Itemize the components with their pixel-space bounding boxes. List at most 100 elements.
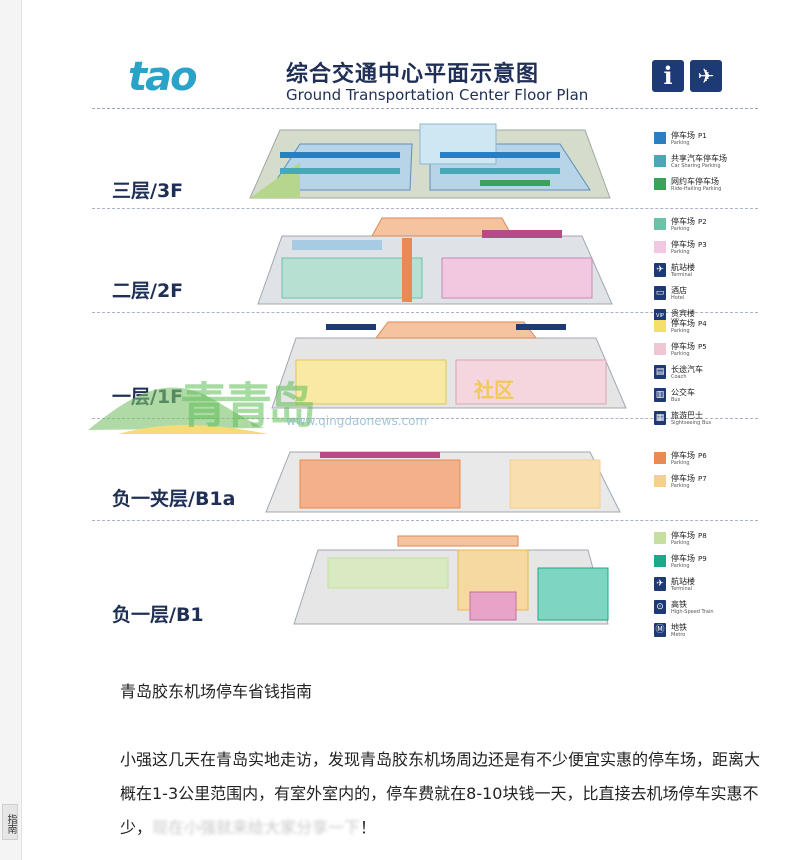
- paragraph-blurred-text: 现在小强就来给大家分享一下: [152, 818, 361, 837]
- legend-swatch-car-sharing: [654, 155, 666, 167]
- legend-label-en: Parking: [671, 483, 690, 489]
- hotel-icon: ▭: [654, 286, 666, 300]
- floor-divider: [92, 208, 758, 209]
- left-rail: [0, 0, 22, 860]
- legend-code: P1: [698, 132, 707, 140]
- legend-label-en: Bus: [671, 397, 681, 403]
- legend-label: 长途汽车: [671, 365, 703, 374]
- legend-label-en: Ride-Hailing Parking: [671, 186, 722, 192]
- floor-label-2f: 二层/2F: [112, 280, 184, 302]
- legend-label: 停车场: [671, 342, 695, 351]
- legend-label: 贵宾楼: [671, 309, 695, 318]
- legend-label: 停车场: [671, 554, 695, 563]
- legend-code: P5: [698, 343, 707, 351]
- floor-label-b1: 负一层/B1: [112, 604, 204, 626]
- legend-code: P6: [698, 452, 707, 460]
- watermark-url: www.qingdaonews.com: [286, 414, 428, 428]
- legend-label: 停车场: [671, 131, 695, 140]
- legend-label: 共享汽车停车场: [671, 154, 727, 163]
- floor-plan-figure: tao 综合交通中心平面示意图 Ground Transportation Ce…: [92, 40, 758, 638]
- legend-label-en: Parking: [671, 249, 690, 255]
- legend-swatch-p7: [654, 475, 666, 487]
- legend-label-en: Hotel: [671, 295, 685, 301]
- floor-plan-3f: [249, 123, 611, 199]
- legend-label: 航站楼: [671, 577, 695, 586]
- legend-code: P9: [698, 555, 707, 563]
- terminal-plane-icon: ✈: [654, 263, 666, 277]
- legend-label-en: Parking: [671, 140, 690, 146]
- legend-swatch-p8: [654, 532, 666, 544]
- legend-label: 公交车: [671, 388, 695, 397]
- floor-plan-b1: [293, 535, 609, 625]
- legend-swatch-p2: [654, 218, 666, 230]
- legend-swatch-p3: [654, 241, 666, 253]
- legend-swatch-ride-hailing: [654, 178, 666, 190]
- legend-label: 停车场: [671, 240, 695, 249]
- figure-title-cn: 综合交通中心平面示意图: [286, 62, 540, 87]
- bus-icon: ▥: [654, 388, 666, 402]
- floor-divider: [92, 312, 758, 313]
- legend-label-en: Terminal: [671, 272, 693, 278]
- legend-label: 航站楼: [671, 263, 695, 272]
- legend-label-en: Parking: [671, 328, 690, 334]
- legend-code: P7: [698, 475, 707, 483]
- legend-code: P2: [698, 218, 707, 226]
- legend-label-en: Car Sharing Parking: [671, 163, 721, 169]
- watermark-mountain-logo: [88, 387, 268, 434]
- header-divider: [92, 108, 758, 109]
- article-heading: 青岛胶东机场停车省钱指南: [120, 682, 313, 701]
- legend-label-en: Coach: [671, 374, 687, 380]
- paragraph-end: ！: [360, 818, 377, 837]
- floor-plan-b1a: [265, 451, 621, 513]
- legend-label-en: Sightseeing Bus: [671, 420, 712, 426]
- coach-icon: ▤: [654, 365, 666, 379]
- legend-label: 高铁: [671, 600, 687, 609]
- legend-label-en: Parking: [671, 563, 690, 569]
- metro-icon: Ⓜ: [654, 623, 666, 637]
- legend-label-en: Parking: [671, 226, 690, 232]
- legend-label-en: Parking: [671, 540, 690, 546]
- tao-logo: tao: [128, 54, 198, 100]
- legend-label: 停车场: [671, 451, 695, 460]
- legend-label: 酒店: [671, 286, 687, 295]
- sightseeing-bus-icon: ▦: [654, 411, 666, 425]
- figure-title-en: Ground Transportation Center Floor Plan: [286, 86, 589, 104]
- legend-swatch-p5: [654, 343, 666, 355]
- legend-code: P3: [698, 241, 707, 249]
- legend-label: 停车场: [671, 474, 695, 483]
- legend-label-en: VIP: [671, 318, 679, 324]
- side-guide-tab[interactable]: 指南: [2, 804, 18, 840]
- floor-divider: [92, 418, 758, 419]
- legend-code: P4: [698, 320, 707, 328]
- legend-label: 停车场: [671, 217, 695, 226]
- figure-header: tao 综合交通中心平面示意图 Ground Transportation Ce…: [92, 40, 758, 106]
- legend-label: 停车场: [671, 531, 695, 540]
- legend-swatch-p9: [654, 555, 666, 567]
- legend-label: 网约车停车场: [671, 177, 719, 186]
- floor-plan-2f: [257, 217, 613, 305]
- floor-label-3f: 三层/3F: [112, 180, 184, 202]
- watermark-sub: 社区: [474, 378, 514, 402]
- airport-plane-icon: ✈: [690, 60, 722, 92]
- train-icon: ⊙: [654, 600, 666, 614]
- watermark-text: 青青岛: [180, 378, 316, 434]
